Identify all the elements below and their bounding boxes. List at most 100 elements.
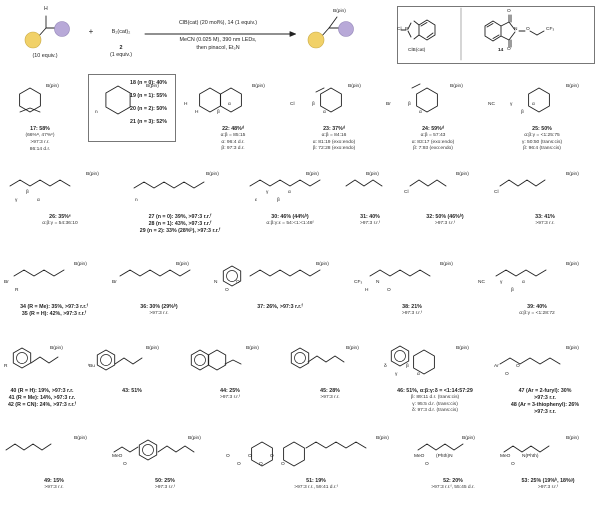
atom-label: γ — [395, 372, 398, 377]
yield-label: 45: 28% — [320, 388, 340, 394]
atom-label: N(Phth) — [522, 454, 539, 459]
atom-label: B(pin) — [566, 84, 579, 89]
ring — [105, 85, 131, 115]
structure-drawing — [499, 179, 546, 187]
structure-drawing — [409, 179, 447, 187]
reagent14-cf3: CF₃ — [546, 27, 555, 32]
bond-chain — [503, 445, 550, 453]
yield-label: 24: 59%ᵈ — [422, 126, 444, 132]
reagent14-n-atom: N — [514, 27, 518, 32]
atom-label: α — [419, 110, 422, 115]
atom-label: B(pin) — [566, 436, 579, 441]
selectivity-line: >97:3 r.r. — [44, 485, 64, 490]
reactant-sphere-yellow — [24, 31, 42, 49]
atom-label: B(pin) — [566, 262, 579, 267]
atom-label: O — [236, 280, 240, 285]
bond-chain — [249, 179, 321, 187]
plus-sign: + — [88, 27, 94, 36]
selectivity-line: α:β = 85:15 — [220, 133, 246, 138]
bond-chain — [157, 445, 195, 453]
aromatic-circle — [226, 270, 238, 282]
selectivity-line: β: 89:11 d.r. (trans:cis) — [410, 395, 460, 400]
product-sphere-yellow — [307, 31, 325, 49]
selectivity-line: 86:14 d.r. — [29, 146, 51, 152]
atom-label: B(pin) — [50, 346, 63, 351]
structure-drawing — [499, 357, 561, 365]
reagent-number: 2 — [119, 45, 123, 51]
structure-drawing — [390, 345, 435, 375]
yield-label: 52: 20% — [443, 478, 463, 484]
bond-chain — [224, 359, 242, 365]
series-result: 41 (R = Me): 14%, >97:3 r.r. — [8, 395, 76, 401]
reactant-h-label: H — [44, 6, 48, 12]
clbcat-cl-atom: Cl — [397, 27, 402, 32]
yield-label: 25: 50% — [532, 126, 552, 132]
clbcat-structure — [400, 7, 545, 61]
structure-drawing — [369, 269, 431, 277]
atom-label: γ — [15, 198, 18, 203]
yield-label: 39: 40% — [527, 304, 547, 310]
yield-label: 37: 26%, >97:3 r.r.ᶠ — [257, 304, 303, 310]
atom-label: B(pin) — [146, 346, 159, 351]
atom-label: Br — [4, 280, 9, 285]
atom-label: α — [228, 102, 231, 107]
bond-chain — [495, 269, 547, 277]
atom-label: O — [387, 288, 391, 293]
atom-label: O — [225, 288, 229, 293]
structure-drawing — [251, 441, 367, 467]
atom-label: NC — [478, 280, 485, 285]
bond-chain — [305, 441, 367, 449]
bond-chain — [249, 269, 321, 277]
atom-label: MeO — [414, 454, 425, 459]
series-result: 34 (R = Me): 35%, >97:3 r.r.ᶠ — [20, 304, 88, 310]
ring — [207, 349, 227, 371]
structure-drawing — [133, 181, 205, 189]
yield-label: 49: 15% — [44, 478, 64, 484]
series-result: >97:3 r.r. — [534, 395, 556, 401]
ring — [222, 265, 242, 287]
atom-label: H — [365, 288, 369, 293]
structure-drawing — [249, 179, 321, 187]
yield-label: 31: 40% — [360, 214, 380, 220]
structure-drawing — [12, 347, 59, 369]
atom-label: B(pin) — [462, 436, 475, 441]
structure-drawing — [417, 443, 464, 451]
atom-label: O — [281, 462, 285, 467]
atom-label: Br — [386, 102, 391, 107]
series-result: 21 (n = 3): 52% — [130, 119, 167, 125]
yield-label: 44: 25% — [220, 388, 240, 394]
ring — [19, 87, 41, 113]
atom-label: Br — [112, 280, 117, 285]
product-entry-31: B(pin)31: 40%>97:3 r.r.ᶠ — [340, 160, 400, 246]
atom-label: β — [408, 102, 411, 107]
structure-drawing — [315, 87, 342, 113]
structure-drawing — [190, 349, 242, 371]
selectivity-line: α:β = 57:43 — [420, 133, 446, 138]
series-result: 29 (n = 2): 33% (28%ᵇ), >97:3 r.r.ᶠ — [139, 228, 221, 234]
yield-label: 33: 41% — [535, 214, 555, 220]
ring — [96, 349, 116, 371]
atom-label: γ — [266, 190, 269, 195]
atom-label: β — [277, 198, 280, 203]
structure-drawing — [105, 85, 131, 115]
atom-label: B(pin) — [376, 436, 389, 441]
aromatic-circle — [142, 444, 154, 456]
atom-label: O — [270, 454, 274, 459]
atom-label: β — [511, 288, 514, 293]
atom-label: n — [95, 110, 98, 115]
atom-label: γ — [500, 280, 503, 285]
reactant-scheme-drawing — [24, 15, 354, 49]
bond-chain — [499, 357, 561, 365]
structure-drawing — [96, 349, 143, 371]
atom-label: O — [511, 462, 515, 467]
yield-label: 30: 46% (44%ᵇ) — [271, 214, 309, 220]
structure-drawing — [411, 83, 438, 113]
yield-label: 23: 37%ᵈ — [323, 126, 345, 132]
